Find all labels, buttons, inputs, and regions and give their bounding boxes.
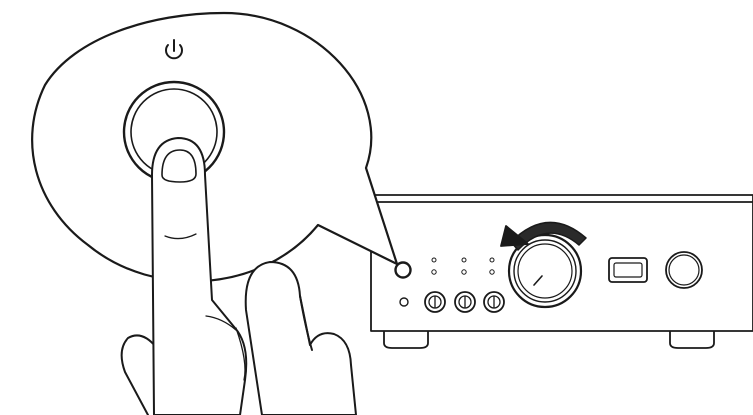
power-icon bbox=[165, 39, 183, 60]
volume-knob[interactable] bbox=[507, 233, 583, 309]
amplifier-foot-left bbox=[383, 329, 429, 349]
right-round-button[interactable] bbox=[665, 251, 703, 289]
amplifier-body bbox=[370, 194, 753, 332]
zoom-callout bbox=[31, 11, 399, 283]
selector-knob-3[interactable] bbox=[483, 291, 505, 313]
selector-knob-2[interactable] bbox=[454, 291, 476, 313]
small-jack bbox=[399, 297, 409, 307]
pressing-hand bbox=[120, 137, 357, 415]
indicator-leds bbox=[431, 257, 495, 275]
hand-index-finger bbox=[151, 137, 248, 415]
fingernail bbox=[161, 149, 197, 183]
power-button[interactable] bbox=[394, 261, 412, 279]
amplifier bbox=[370, 194, 753, 349]
hand-ring-finger-fold bbox=[299, 295, 313, 351]
display-window bbox=[608, 257, 648, 283]
selector-knob-1[interactable] bbox=[424, 291, 446, 313]
clockwise-arrow-icon bbox=[510, 221, 587, 251]
hand-middle-finger bbox=[244, 261, 357, 415]
amplifier-foot-right bbox=[669, 329, 715, 349]
